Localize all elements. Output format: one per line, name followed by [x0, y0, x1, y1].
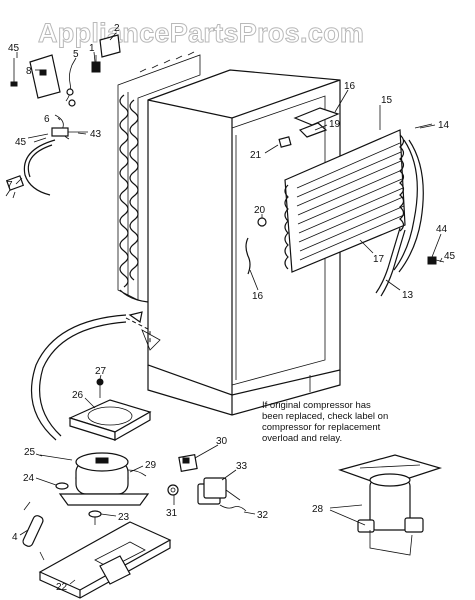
- grommet-23: [88, 510, 102, 525]
- callout-44: 44: [436, 224, 448, 235]
- cover-plate-2: [99, 34, 121, 58]
- note-line-4: overload and relay.: [262, 433, 342, 444]
- terminal-43: [51, 127, 88, 137]
- compressor: [58, 452, 150, 506]
- evaporator-bracket: [293, 107, 340, 138]
- clip-25: [39, 454, 73, 461]
- callout-15: 15: [381, 95, 393, 106]
- leader-lines: [15, 32, 443, 585]
- callout-16-top: 16: [344, 81, 356, 92]
- note-line-2: been replaced, check label on: [262, 411, 388, 422]
- evaporator-coil: [284, 129, 424, 273]
- relay: [178, 454, 198, 472]
- callout-labels: 45 2 1 5 8 6 43 45 7 16 15 14 19 21 20 1…: [7, 23, 456, 593]
- filter-drier: [22, 501, 45, 561]
- compressor-base: [38, 521, 172, 599]
- callout-45-right: 45: [444, 251, 456, 262]
- power-cord: [5, 139, 56, 199]
- callout-23: 23: [118, 512, 130, 523]
- grommet-24: [55, 482, 69, 490]
- note-line-3: compressor for replacement: [262, 422, 381, 433]
- compressor-note: If original compressor has been replaced…: [262, 400, 388, 444]
- switch-1: [91, 55, 101, 73]
- callout-26: 26: [72, 390, 84, 401]
- drain-tube: [375, 227, 401, 294]
- callout-19: 19: [329, 119, 341, 130]
- drain-pan: [68, 399, 152, 442]
- callout-32: 32: [257, 510, 269, 521]
- note-line-1: If original compressor has: [262, 400, 371, 411]
- condenser-coil: [117, 51, 201, 303]
- callout-29: 29: [145, 460, 157, 471]
- callout-8: 8: [26, 66, 32, 77]
- callout-2: 2: [114, 23, 120, 34]
- callout-33: 33: [236, 461, 248, 472]
- callout-20: 20: [254, 205, 266, 216]
- callout-24: 24: [23, 473, 35, 484]
- callout-43: 43: [90, 129, 102, 140]
- callout-13: 13: [402, 290, 414, 301]
- overload-protector: [197, 477, 241, 505]
- callout-6: 6: [44, 114, 50, 125]
- clip-20: [257, 217, 267, 227]
- callout-17: 17: [373, 254, 385, 265]
- screw-45-top: [10, 58, 18, 87]
- discharge-tube: [30, 314, 127, 441]
- cold-control-bracket: [29, 54, 61, 99]
- callout-1: 1: [89, 43, 95, 54]
- watermark: AppliancePartsPros.com: [38, 18, 364, 48]
- clip-21: [278, 136, 292, 148]
- wire-harness-5: [65, 64, 76, 107]
- relay-clip-31: [167, 484, 179, 496]
- callout-22: 22: [56, 582, 68, 593]
- callout-7: 7: [7, 180, 13, 191]
- callout-14: 14: [438, 120, 450, 131]
- replacement-compressor: [337, 454, 443, 556]
- callout-4: 4: [12, 532, 18, 543]
- callout-16-bottom: 16: [252, 291, 264, 302]
- tube-16: [245, 237, 251, 275]
- callout-5: 5: [73, 49, 79, 60]
- callout-45-mid: 45: [15, 137, 27, 148]
- screw-27: [96, 378, 104, 398]
- callout-30: 30: [216, 436, 228, 447]
- wire-32: [219, 504, 247, 512]
- callout-31: 31: [166, 508, 178, 519]
- callout-21: 21: [250, 150, 262, 161]
- callout-28: 28: [312, 504, 324, 515]
- callout-25: 25: [24, 447, 36, 458]
- screw-45-mid: [27, 133, 49, 139]
- callout-45-top: 45: [8, 43, 20, 54]
- callout-27: 27: [95, 366, 107, 377]
